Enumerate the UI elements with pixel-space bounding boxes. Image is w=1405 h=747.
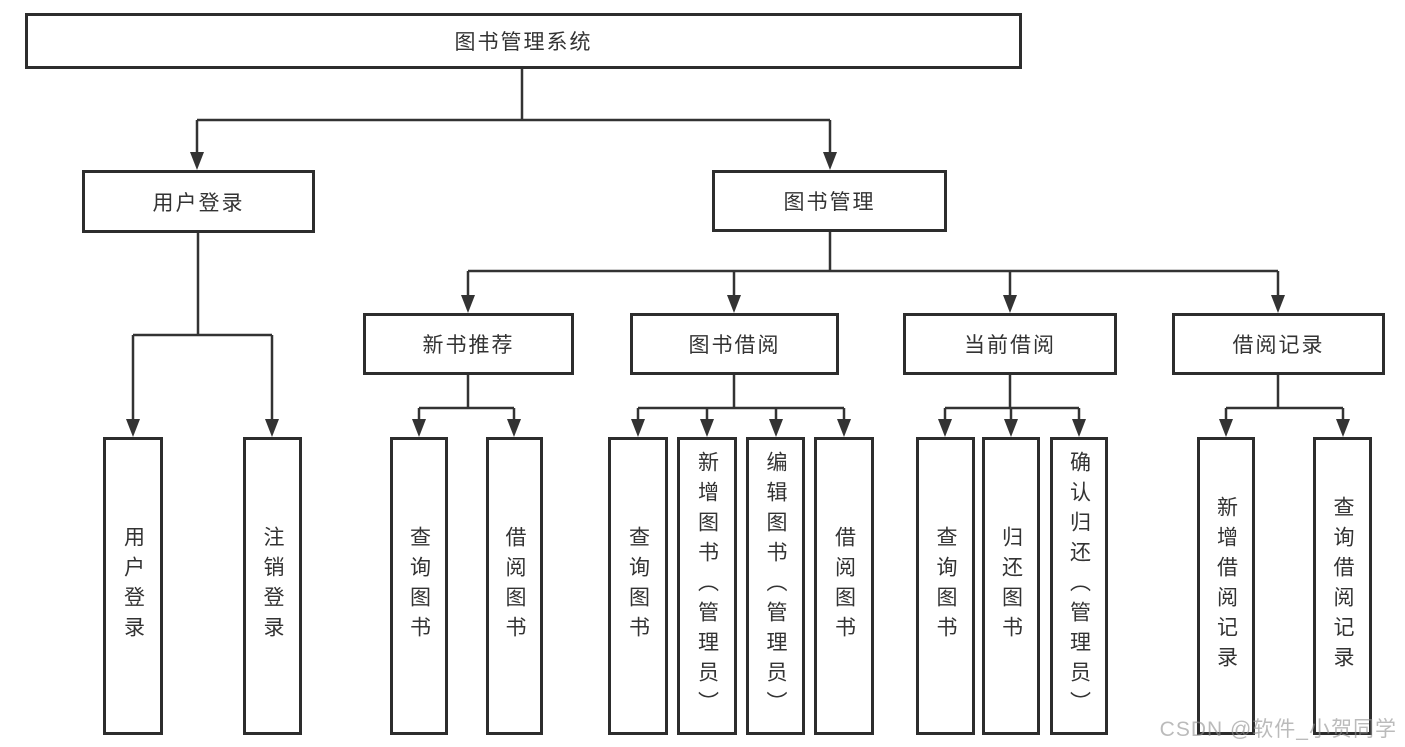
- node-leaf-query-book-3: 查询图书: [916, 437, 975, 735]
- arrow-down-icon: [1219, 419, 1233, 437]
- node-label: 借阅记录: [1232, 334, 1325, 357]
- node-label: 查询图书: [934, 526, 957, 646]
- node-label: 借阅图书: [503, 526, 526, 646]
- node-label: 确认归还（管理员）: [1067, 451, 1091, 721]
- node-label: 编辑图书（管理员）: [764, 451, 787, 721]
- arrow-down-icon: [700, 419, 714, 437]
- node-label: 查询图书: [626, 526, 650, 646]
- arrow-down-icon: [938, 419, 952, 437]
- node-new-book-recommend: 新书推荐: [363, 313, 574, 375]
- node-leaf-add-book-admin: 新增图书（管理员）: [677, 437, 737, 735]
- node-label: 借阅图书: [832, 526, 856, 646]
- arrow-down-icon: [1003, 295, 1017, 313]
- node-label: 用户登录: [121, 526, 145, 646]
- node-leaf-logout: 注销登录: [243, 437, 302, 735]
- node-root-label: 图书管理系统: [454, 31, 593, 54]
- csdn-watermark: CSDN @软件_小贺同学: [1159, 718, 1397, 741]
- node-label: 新增图书（管理员）: [695, 451, 719, 721]
- arrow-down-icon: [823, 152, 837, 170]
- arrow-down-icon: [1271, 295, 1285, 313]
- node-label: 当前借阅: [964, 334, 1056, 357]
- node-label: 新增借阅记录: [1214, 496, 1238, 676]
- arrow-down-icon: [769, 419, 783, 437]
- node-leaf-confirm-return-admin: 确认归还（管理员）: [1050, 437, 1108, 735]
- node-leaf-edit-book-admin: 编辑图书（管理员）: [746, 437, 805, 735]
- node-leaf-borrow-book-1: 借阅图书: [486, 437, 543, 735]
- node-leaf-query-borrow-record: 查询借阅记录: [1313, 437, 1372, 735]
- node-label: 用户登录: [152, 191, 245, 215]
- node-leaf-borrow-book-2: 借阅图书: [814, 437, 874, 735]
- node-leaf-return-book: 归还图书: [982, 437, 1040, 735]
- arrow-down-icon: [461, 295, 475, 313]
- arrow-down-icon: [126, 419, 140, 437]
- arrow-down-icon: [507, 419, 521, 437]
- node-leaf-user-login: 用户登录: [103, 437, 163, 735]
- node-label: 查询借阅记录: [1331, 496, 1354, 676]
- node-root: 图书管理系统: [25, 13, 1022, 69]
- node-user-login: 用户登录: [82, 170, 315, 233]
- arrowheads: [126, 152, 1350, 437]
- node-label: 新书推荐: [422, 334, 515, 357]
- arrow-down-icon: [1072, 419, 1086, 437]
- connector-path: [131, 69, 1345, 419]
- node-label: 图书借阅: [688, 334, 781, 357]
- arrow-down-icon: [1336, 419, 1350, 437]
- arrow-down-icon: [727, 295, 741, 313]
- arrow-down-icon: [631, 419, 645, 437]
- node-current-borrow: 当前借阅: [903, 313, 1117, 375]
- arrow-down-icon: [837, 419, 851, 437]
- node-book-management: 图书管理: [712, 170, 947, 232]
- node-leaf-query-book-2: 查询图书: [608, 437, 668, 735]
- arrow-down-icon: [190, 152, 204, 170]
- node-label: 注销登录: [261, 526, 284, 646]
- arrow-down-icon: [1004, 419, 1018, 437]
- node-label: 图书管理: [783, 191, 876, 214]
- node-borrow-record: 借阅记录: [1172, 313, 1385, 375]
- node-leaf-query-book-1: 查询图书: [390, 437, 448, 735]
- node-leaf-add-borrow-record: 新增借阅记录: [1197, 437, 1255, 735]
- arrow-down-icon: [265, 419, 279, 437]
- arrow-down-icon: [412, 419, 426, 437]
- node-book-borrow: 图书借阅: [630, 313, 839, 375]
- node-label: 查询图书: [407, 526, 431, 646]
- node-label: 归还图书: [999, 526, 1023, 646]
